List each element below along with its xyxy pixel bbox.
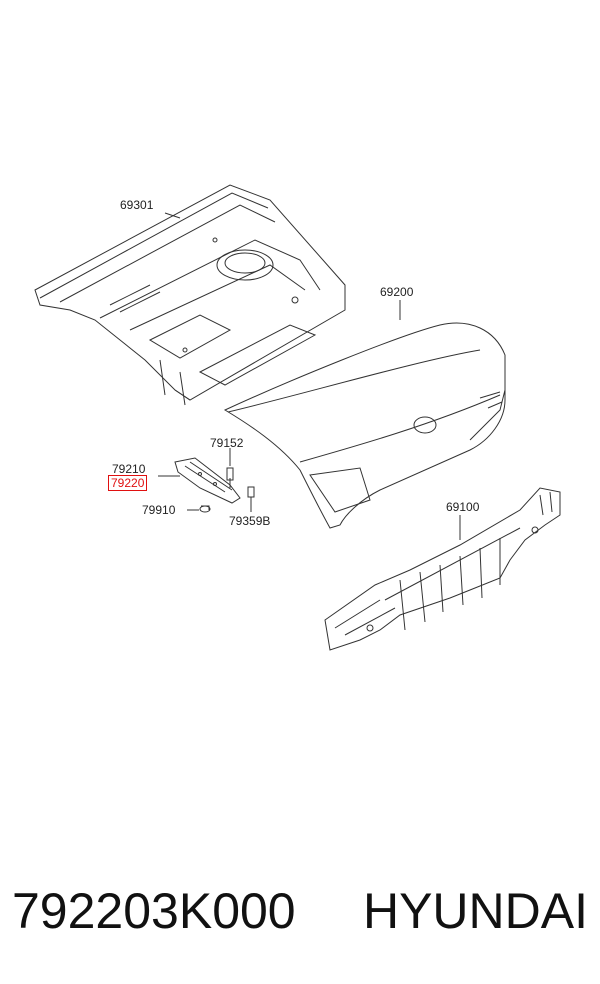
callout-79359b: 79359B: [229, 514, 271, 528]
hinge-drawing: [174, 457, 241, 504]
callout-69200: 69200: [380, 285, 414, 299]
back-panel-drawing: [324, 487, 561, 651]
callout-69100: 69100: [446, 500, 480, 514]
callout-79220: 79220: [108, 475, 148, 491]
rear-floor-panel-drawing: [34, 184, 346, 406]
trunk-lid-drawing: [223, 322, 506, 529]
callout-79910: 79910: [142, 503, 176, 517]
brand-name: HYUNDAI: [362, 883, 588, 939]
leader-lines: [158, 212, 461, 540]
fastener-drawings: [199, 467, 255, 513]
callout-69301: 69301: [120, 198, 154, 212]
part-number: 792203K000: [12, 883, 296, 939]
callout-79210: 79210: [112, 462, 146, 476]
footer-caption: 792203K000 HYUNDAI: [12, 876, 588, 946]
parts-diagram: [34, 184, 561, 651]
callout-79152: 79152: [210, 436, 244, 450]
